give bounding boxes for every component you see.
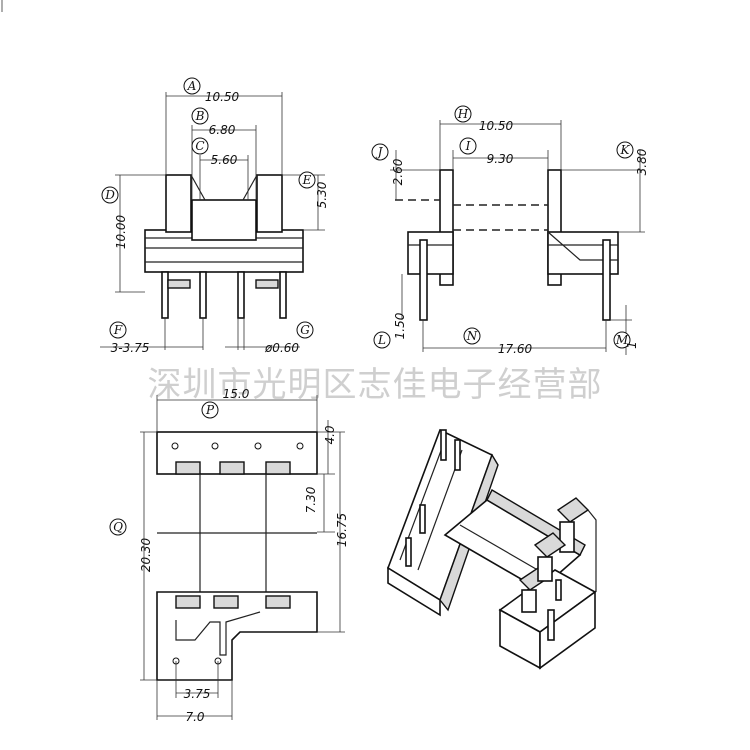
isometric-view <box>387 428 597 670</box>
front-left-wall <box>165 174 192 233</box>
front-view: A 10.50 B 6.80 C 5.60 D 10.00 E 5.30 <box>100 77 329 355</box>
dim-j: 2.60 <box>391 158 405 185</box>
label-m: M <box>615 333 629 347</box>
dim-u: 3.75 <box>184 687 211 701</box>
front-center-core <box>191 199 257 241</box>
dim-p: 15.0 <box>223 387 250 401</box>
dim-n: 17.60 <box>498 342 533 356</box>
dim-h: 10.50 <box>479 119 514 133</box>
label-d: D <box>104 188 115 202</box>
dim-q: 20.30 <box>139 537 153 572</box>
label-n: N <box>466 329 478 343</box>
dim-c: 5.60 <box>211 153 238 167</box>
dim-b: 6.80 <box>209 123 236 137</box>
front-pin-2 <box>199 271 207 319</box>
side-view: H 10.50 I 9.30 J 2.60 K 3.80 L 1.50 N 17… <box>371 105 649 356</box>
dim-v: 7.0 <box>185 710 204 724</box>
dim-g: ø0.60 <box>264 341 299 355</box>
label-p: P <box>205 403 215 417</box>
front-pin-3 <box>237 271 245 319</box>
label-j: J <box>375 145 384 159</box>
label-h: H <box>457 107 469 121</box>
label-q: Q <box>113 520 123 534</box>
dim-f: 3-3.75 <box>111 341 150 355</box>
front-pin-1 <box>161 271 169 319</box>
top-view: P 15.0 Q 20.30 4.0 7.30 16.75 3.75 7.0 <box>109 387 349 724</box>
dim-i: 9.30 <box>487 152 514 166</box>
dim-k: 3.80 <box>635 148 649 175</box>
label-a: A <box>187 79 197 93</box>
dim-t: 16.75 <box>335 513 349 547</box>
label-f: F <box>113 323 123 337</box>
dim-d: 10.00 <box>114 214 128 249</box>
dim-s: 7.30 <box>304 486 318 513</box>
front-pin-4 <box>279 271 287 319</box>
dim-m: 1 <box>625 341 639 349</box>
dim-e: 5.30 <box>315 181 329 208</box>
label-b: B <box>195 109 205 123</box>
side-pin-left <box>419 239 428 321</box>
dim-a: 10.50 <box>205 90 240 104</box>
front-right-wall <box>256 174 283 233</box>
label-l: L <box>377 333 386 347</box>
dim-l: 1.50 <box>393 312 407 339</box>
side-pin-right <box>602 239 611 321</box>
label-e: E <box>302 173 312 187</box>
dim-r: 4.0 <box>323 425 337 444</box>
label-g: G <box>300 323 310 337</box>
watermark-text: 深圳市光明区志佳电子经营部 <box>148 365 603 405</box>
label-i: I <box>465 139 471 153</box>
label-c: C <box>195 139 204 153</box>
label-k: K <box>620 143 631 157</box>
top-lower-flange <box>156 591 318 681</box>
